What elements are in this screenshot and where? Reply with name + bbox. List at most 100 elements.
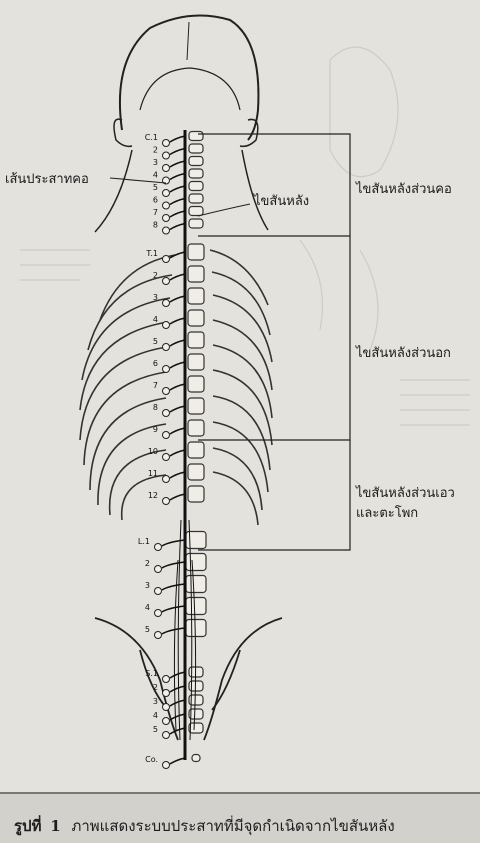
- nerve-ganglion-sacral-3: [162, 703, 170, 711]
- vertebra-cervical-5: [188, 180, 204, 192]
- nerve-ganglion-sacral-2: [162, 689, 170, 697]
- vertebra-lumbar-4: [185, 596, 207, 616]
- nerve-root-cervical-1: [169, 135, 186, 143]
- vertebral-column: [185, 130, 207, 763]
- vertebra-label-thoracic-9: 9: [153, 425, 158, 434]
- vertebra-lumbar-5: [185, 618, 207, 638]
- vertebra-thoracic-8: [187, 397, 205, 415]
- nerve-ganglion-thoracic-7: [162, 387, 170, 395]
- vertebra-thoracic-2: [187, 265, 205, 283]
- vertebra-label-thoracic-6: 6: [153, 359, 158, 368]
- vertebra-label-sacral-2: 2: [153, 683, 158, 692]
- spinal-nerves: C.12345678T.123456789101112L.12345S.1234…: [138, 133, 186, 769]
- figure-caption: รูปที่ 1 ภาพแสดงระบบประสาทที่มีจุดกำเนิด…: [14, 814, 395, 838]
- nerve-root-cervical-2: [169, 147, 186, 156]
- label-cervical-region: ไขสันหลังส่วนคอ: [356, 182, 452, 197]
- nerve-root-lumbar-3: [161, 583, 186, 591]
- vertebra-label-thoracic-10: 10: [148, 447, 158, 456]
- nerve-ganglion-cervical-7: [162, 214, 170, 222]
- nerve-ganglion-thoracic-6: [162, 365, 170, 373]
- label-thoracic-region: ไขสันหลังส่วนอก: [356, 346, 451, 361]
- nerve-root-lumbar-2: [161, 561, 186, 569]
- vertebra-thoracic-12: [187, 485, 205, 503]
- nerve-root-thoracic-12: [169, 493, 186, 501]
- vertebra-sacral-4: [188, 708, 204, 720]
- vertebra-sacral-3: [188, 694, 204, 706]
- ribs-left: [79, 254, 176, 521]
- vertebra-label-thoracic-5: 5: [153, 337, 158, 346]
- label-cervical-nerve: เส้นประสาทคอ: [5, 172, 89, 187]
- nerve-root-thoracic-9: [169, 427, 186, 435]
- vertebra-label-thoracic-7: 7: [153, 381, 158, 390]
- nerve-ganglion-thoracic-3: [162, 299, 170, 307]
- vertebra-label-lumbar-2: 2: [145, 559, 150, 568]
- nerve-ganglion-lumbar-4: [154, 609, 162, 617]
- ribs-right: [209, 249, 273, 526]
- nerve-ganglion-sacral-5: [162, 731, 170, 739]
- nerve-root-thoracic-3: [169, 295, 186, 303]
- vertebra-label-lumbar-3: 3: [145, 581, 150, 590]
- vertebra-label-coccygeal-1: Co.: [145, 755, 158, 764]
- nerve-ganglion-lumbar-1: [154, 543, 162, 551]
- vertebra-label-sacral-5: 5: [153, 725, 158, 734]
- nerve-root-cervical-5: [169, 185, 186, 193]
- nerve-ganglion-cervical-3: [162, 164, 170, 172]
- vertebra-thoracic-3: [187, 287, 205, 305]
- vertebra-thoracic-10: [187, 441, 205, 459]
- cervical-bracket: [198, 133, 351, 237]
- nerve-root-thoracic-6: [169, 361, 186, 369]
- nerve-ganglion-cervical-1: [162, 139, 170, 147]
- nerve-ganglion-cervical-2: [162, 151, 170, 160]
- vertebra-cervical-2: [188, 143, 204, 154]
- vertebra-label-lumbar-4: 4: [145, 603, 150, 612]
- vertebra-thoracic-1: [187, 243, 205, 261]
- caption-text: ภาพแสดงระบบประสาทที่มีจุดกำเนิดจากไขสันห…: [71, 817, 395, 835]
- vertebra-label-lumbar-1: L.1: [138, 537, 150, 546]
- nerve-ganglion-cervical-4: [162, 176, 170, 185]
- nerve-ganglion-thoracic-4: [162, 321, 170, 329]
- nerve-root-cervical-7: [169, 210, 186, 218]
- nerve-root-sacral-5: [169, 727, 186, 735]
- thoracic-bracket: [198, 236, 351, 441]
- vertebra-cervical-3: [188, 155, 204, 167]
- vertebra-thoracic-5: [187, 331, 205, 349]
- nerve-ganglion-thoracic-2: [162, 277, 170, 285]
- vertebra-thoracic-6: [187, 353, 205, 371]
- nerve-root-thoracic-10: [169, 449, 186, 457]
- nerve-ganglion-cervical-5: [162, 189, 170, 197]
- nerve-root-cervical-4: [169, 172, 186, 181]
- vertebra-cervical-6: [188, 193, 204, 204]
- vertebra-thoracic-9: [187, 419, 205, 437]
- nerve-ganglion-cervical-6: [162, 201, 170, 210]
- vertebra-thoracic-7: [187, 375, 205, 393]
- vertebra-label-thoracic-2: 2: [153, 271, 158, 280]
- nerve-root-thoracic-1: [169, 251, 186, 259]
- nerve-root-cervical-6: [169, 197, 186, 206]
- region-brackets: [198, 133, 351, 551]
- spinal-cord-leader: [197, 203, 251, 217]
- caption-bar: รูปที่ 1 ภาพแสดงระบบประสาทที่มีจุดกำเนิด…: [0, 792, 480, 843]
- nerve-ganglion-lumbar-3: [154, 587, 162, 595]
- nerve-root-thoracic-7: [169, 383, 186, 391]
- vertebra-label-thoracic-12: 12: [148, 491, 158, 500]
- nerve-ganglion-cervical-8: [162, 226, 170, 235]
- caption-figure-word: รูปที่: [14, 817, 42, 835]
- leader-lines: [109, 177, 251, 217]
- nerve-root-thoracic-4: [169, 317, 186, 325]
- caption-figure-number: 1: [50, 817, 61, 835]
- nerve-root-sacral-1: [169, 671, 186, 679]
- nerve-ganglion-thoracic-5: [162, 343, 170, 351]
- vertebra-label-cervical-8: 8: [153, 221, 158, 230]
- label-lumbar-region-line2: และตะโพก: [356, 506, 419, 521]
- nerve-ganglion-lumbar-2: [154, 565, 162, 573]
- vertebra-label-cervical-1: C.1: [145, 133, 158, 142]
- vertebra-label-lumbar-5: 5: [145, 625, 150, 634]
- vertebra-thoracic-4: [187, 309, 205, 327]
- label-spinal-cord: ไขสันหลัง: [254, 194, 310, 209]
- vertebra-cervical-8: [188, 218, 204, 229]
- spine-nervous-system-diagram: C.12345678T.123456789101112L.12345S.1234…: [20, 14, 470, 769]
- vertebra-cervical-1: [188, 130, 204, 142]
- vertebra-sacral-5: [188, 722, 204, 734]
- vertebra-label-sacral-3: 3: [153, 697, 158, 706]
- label-lumbar-region-line1: ไขสันหลังส่วนเอว: [356, 486, 455, 501]
